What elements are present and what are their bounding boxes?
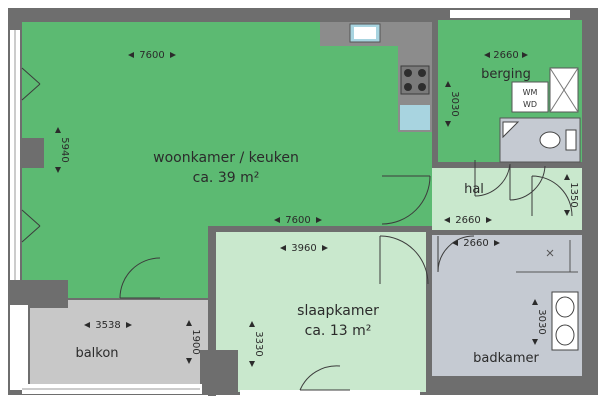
bedroom-name: slaapkamer	[297, 303, 379, 319]
dim-arrow-left-icon	[280, 245, 286, 251]
dim-arrow-up-icon	[445, 81, 451, 87]
window-bedroom-bottom	[240, 390, 420, 396]
dim-living-height: 5940	[59, 137, 70, 162]
shower-cross	[549, 67, 579, 113]
dim-hall-height: 1350	[568, 182, 579, 207]
dim-balcony-height: 1900	[190, 329, 201, 354]
dim-arrow-right-icon	[486, 217, 492, 223]
dim-arrow-up-icon	[532, 299, 538, 305]
kitchen-sink-basin	[354, 27, 376, 39]
dim-arrow-left-icon	[274, 217, 280, 223]
dim-bedroom-width: 3960	[291, 243, 316, 254]
door-bedroom	[379, 235, 429, 285]
door-storage	[474, 160, 511, 197]
dim-storage-height: 3030	[449, 91, 460, 116]
hob-burner	[404, 83, 412, 91]
wall-hall-bathroom	[432, 230, 582, 235]
window-swing-left	[21, 67, 41, 101]
dim-balcony-width: 3538	[95, 320, 120, 331]
door-bathroom	[437, 235, 475, 273]
dim-arrow-right-icon	[522, 52, 528, 58]
dim-arrow-left-icon	[452, 240, 458, 246]
door-toilet	[509, 164, 546, 201]
dim-arrow-left-icon	[484, 52, 490, 58]
sink-basin	[555, 296, 575, 318]
hob-burner	[418, 69, 426, 77]
dim-arrow-down-icon	[532, 339, 538, 345]
dim-arrow-down-icon	[564, 210, 570, 216]
wall-left-bottom	[8, 280, 68, 308]
dim-arrow-left-icon	[444, 217, 450, 223]
room-hall	[432, 168, 582, 230]
dim-bathroom-height: 3030	[536, 309, 547, 334]
hob-burner	[404, 69, 412, 77]
dim-arrow-down-icon	[249, 361, 255, 367]
dim-hall-width: 2660	[455, 215, 480, 226]
dim-arrow-right-icon	[494, 240, 500, 246]
dim-arrow-left-icon	[128, 52, 134, 58]
living-name: woonkamer / keuken	[153, 150, 299, 166]
shower-rail-x	[546, 249, 554, 257]
door-entrance	[531, 175, 573, 217]
wall-storage-hall	[432, 162, 582, 168]
door-living	[381, 175, 431, 225]
dim-arrow-up-icon	[186, 320, 192, 326]
dim-living-top: 7600	[139, 50, 164, 61]
toilet-bowl	[539, 131, 561, 149]
wall-column-bottom	[200, 350, 238, 395]
dim-arrow-up-icon	[564, 174, 570, 180]
washer-dryer-stack	[511, 81, 549, 113]
living-area: ca. 39 m²	[193, 170, 260, 186]
toilet-tank	[565, 129, 577, 151]
dim-bathroom-width: 2660	[463, 238, 488, 249]
bathroom-name: badkamer	[473, 351, 539, 366]
dim-living-bottom: 7600	[285, 215, 310, 226]
wall-living-bedroom	[208, 226, 432, 232]
dim-arrow-down-icon	[55, 167, 61, 173]
dim-arrow-down-icon	[186, 358, 192, 364]
washer-label: WM	[523, 88, 538, 97]
storage-name: berging	[481, 67, 531, 82]
dim-storage-width: 2660	[493, 50, 518, 61]
bedroom-area: ca. 13 m²	[305, 323, 372, 339]
dim-arrow-right-icon	[322, 245, 328, 251]
dim-arrow-right-icon	[126, 322, 132, 328]
door-balcony	[119, 257, 161, 299]
dim-bedroom-height: 3330	[253, 331, 264, 356]
dim-arrow-down-icon	[445, 121, 451, 127]
hall-name: hal	[464, 182, 484, 197]
door-bedroom-window	[299, 365, 350, 391]
window-swing-left	[21, 209, 41, 243]
dim-arrow-up-icon	[55, 127, 61, 133]
hob-burner	[418, 83, 426, 91]
window-storage-top	[450, 10, 570, 18]
toilet-sink	[502, 121, 520, 139]
dim-arrow-right-icon	[316, 217, 322, 223]
dim-arrow-left-icon	[84, 322, 90, 328]
wall-bedroom-bathroom	[426, 232, 432, 392]
window-balcony-left	[10, 305, 28, 390]
sink-basin	[555, 324, 575, 346]
dim-arrow-right-icon	[170, 52, 176, 58]
room-balcony	[30, 300, 210, 388]
dryer-label: WD	[523, 100, 537, 109]
balcony-name: balkon	[75, 346, 118, 361]
kitchen-dishwasher	[400, 105, 430, 130]
dim-arrow-up-icon	[249, 321, 255, 327]
wall-bedroom-balcony	[208, 226, 216, 396]
wall-living-storage	[432, 14, 438, 168]
